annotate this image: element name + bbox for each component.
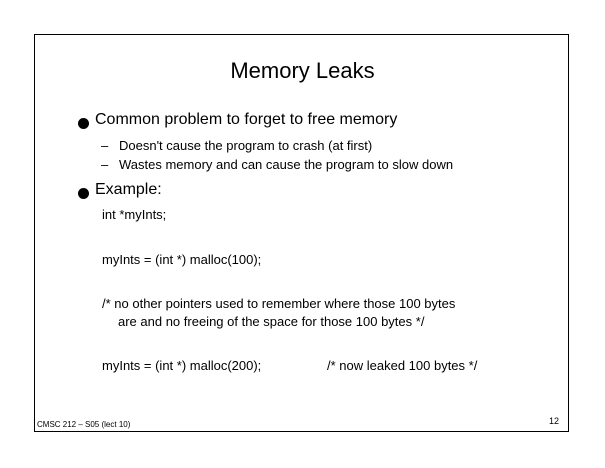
- code-line-declaration: int *myInts;: [102, 207, 167, 222]
- footer-course-label: CMSC 212 – S05 (lect 10): [37, 420, 131, 429]
- dash-marker: –: [101, 157, 109, 172]
- dash-marker: –: [101, 138, 109, 153]
- code-comment-leaked: /* now leaked 100 bytes */: [327, 358, 478, 373]
- subitem-crash: Doesn't cause the program to crash (at f…: [119, 138, 373, 153]
- code-comment-line-2: are and no freeing of the space for thos…: [118, 314, 425, 329]
- code-comment-line-1: /* no other pointers used to remember wh…: [102, 296, 456, 311]
- code-line-malloc-200: myInts = (int *) malloc(200);: [102, 358, 262, 373]
- page-number: 12: [549, 416, 560, 426]
- slide-frame: [34, 34, 569, 432]
- bullet-text-example: Example:: [95, 181, 162, 198]
- bullet-text-common-problem: Common problem to forget to free memory: [95, 111, 398, 128]
- slide-title: Memory Leaks: [230, 58, 375, 83]
- code-line-malloc-100: myInts = (int *) malloc(100);: [102, 252, 262, 267]
- bullet-dot: [78, 188, 89, 199]
- subitem-wastes-memory: Wastes memory and can cause the program …: [119, 157, 454, 172]
- bullet-dot: [78, 118, 89, 129]
